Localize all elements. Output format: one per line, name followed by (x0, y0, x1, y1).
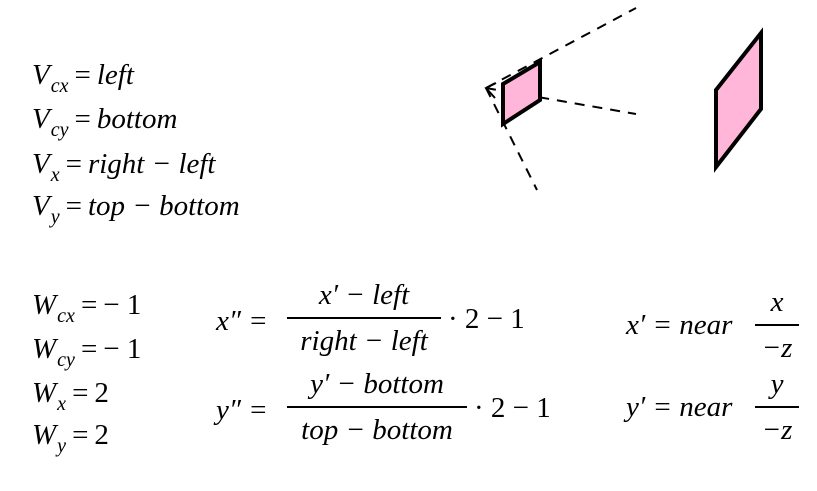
ndc-x-denominator: right − left (300, 325, 428, 357)
symbol: W (32, 419, 57, 451)
ndc-x-fraction: x′ − left right − left (287, 281, 441, 356)
proj-x-numerator: x (770, 286, 784, 318)
near-plane (501, 58, 542, 128)
frustum-edge-bottom (485, 87, 538, 191)
equation-wcy: Wcy=− 1 (32, 333, 142, 371)
subscript: cy (57, 349, 75, 371)
far-plane (714, 27, 763, 173)
proj-y-lhs: y′ = near (626, 391, 733, 423)
operator: = (80, 289, 98, 321)
equation-vx: Vx=right − left (32, 148, 216, 186)
equation-vy: Vy=top − bottom (32, 190, 240, 228)
subscript: cx (50, 75, 69, 97)
proj-y-numerator: y (770, 368, 784, 400)
rhs: right − left (87, 148, 216, 180)
subscript: x (50, 164, 60, 186)
frustum-edge-top (485, 7, 637, 89)
operator: = (65, 190, 82, 222)
proj-x-denominator: −z (761, 332, 793, 364)
operator: = (74, 59, 91, 91)
subscript: y (50, 206, 60, 228)
rhs: left (96, 59, 134, 91)
ndc-y-denominator: top − bottom (301, 414, 453, 446)
ndc-y-lhs: y″ = (216, 394, 268, 426)
subscript: cx (57, 305, 75, 327)
symbol: V (32, 148, 50, 180)
equation-wcx: Wcx=− 1 (32, 289, 142, 327)
proj-x-lhs: x′ = near (626, 309, 733, 341)
fraction-bar (287, 317, 441, 319)
equation-wy: Wy=2 (32, 419, 109, 457)
eye-arrow-marker (484, 82, 497, 99)
ndc-x-lhs: x″ = (216, 305, 268, 337)
equation-vcy: Vcy=bottom (32, 103, 178, 141)
symbol: V (32, 190, 50, 222)
rhs: − 1 (103, 289, 142, 321)
ndc-x-numerator: x′ − left (318, 279, 410, 311)
symbol: V (32, 59, 50, 91)
rhs: top − bottom (87, 190, 240, 222)
symbol: V (32, 103, 50, 135)
subscript: y (57, 435, 67, 457)
rhs: 2 (94, 419, 109, 451)
operator: = (74, 103, 91, 135)
symbol: W (32, 333, 57, 365)
operator: = (72, 419, 89, 451)
ndc-y-tail: · 2 − 1 (474, 392, 551, 424)
proj-y-fraction: y −z (755, 370, 799, 445)
ndc-x-tail: · 2 − 1 (448, 303, 525, 335)
operator: = (80, 333, 98, 365)
equation-vcx: Vcx=left (32, 59, 134, 97)
fraction-bar (287, 406, 467, 408)
proj-y-denominator: −z (761, 414, 793, 446)
rhs: 2 (94, 377, 109, 409)
equation-wx: Wx=2 (32, 377, 109, 415)
subscript: cy (50, 119, 69, 141)
symbol: W (32, 377, 57, 409)
subscript: x (57, 393, 67, 415)
proj-x-fraction: x −z (755, 288, 799, 363)
operator: = (72, 377, 89, 409)
operator: = (65, 148, 82, 180)
fraction-bar (755, 406, 799, 408)
rhs: − 1 (103, 333, 142, 365)
symbol: W (32, 289, 57, 321)
fraction-bar (755, 324, 799, 326)
ndc-y-numerator: y′ − bottom (310, 368, 444, 400)
ndc-y-fraction: y′ − bottom top − bottom (287, 370, 467, 445)
rhs: bottom (96, 103, 178, 135)
